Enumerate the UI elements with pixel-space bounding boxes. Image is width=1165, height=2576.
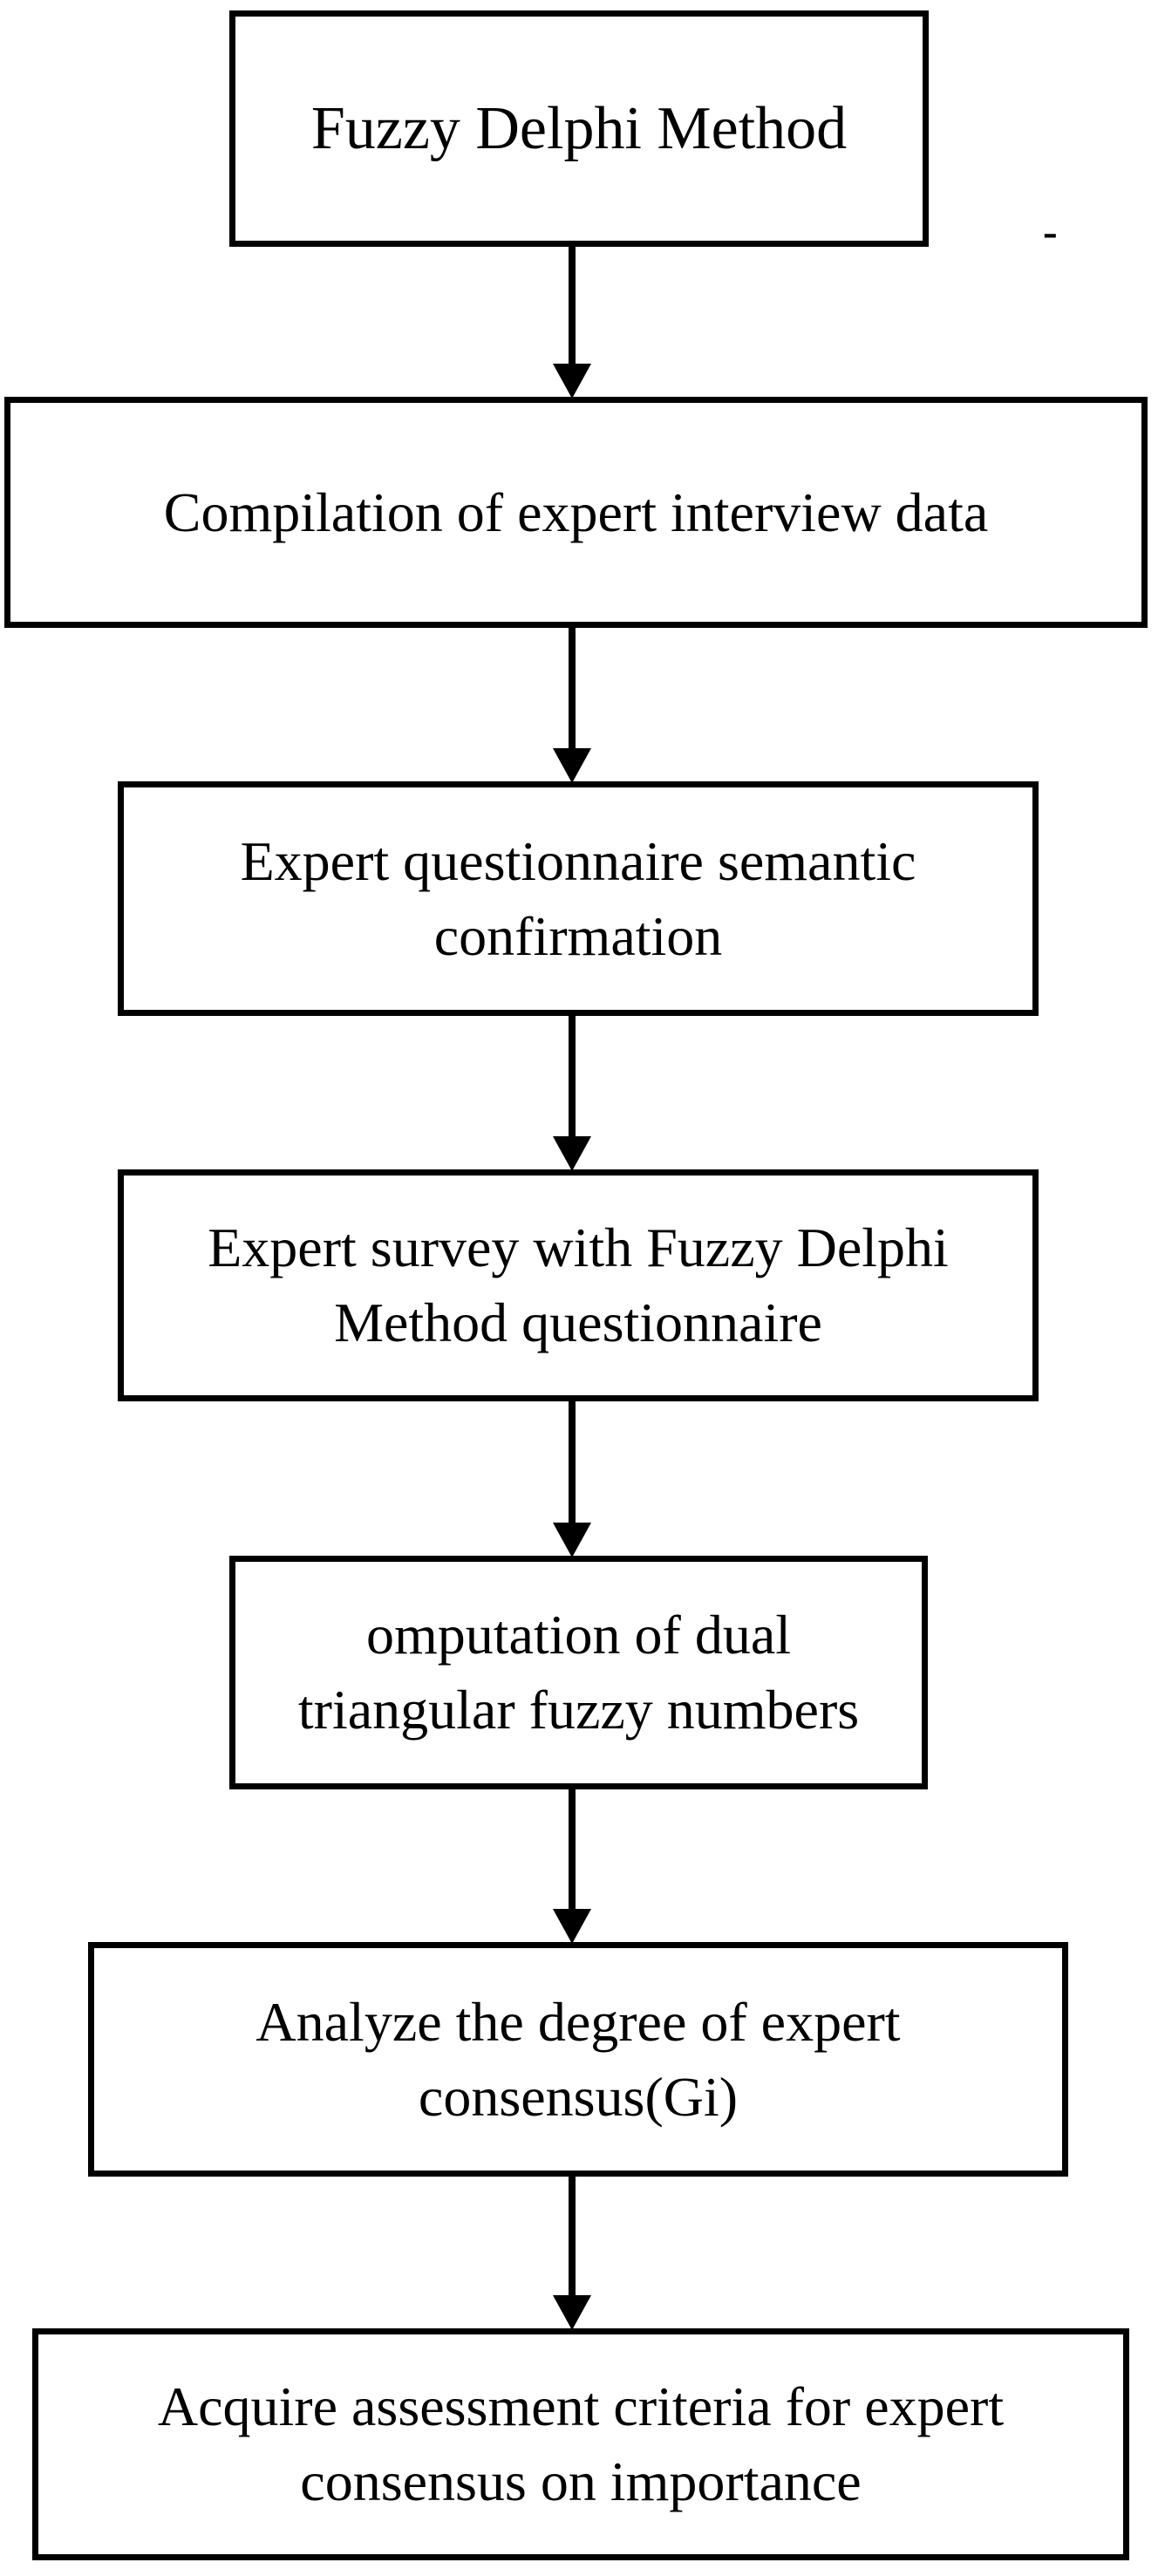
arrow-down-4 [553, 1401, 591, 1557]
arrow-down-1 [553, 247, 591, 399]
node-label: Compilation of expert interview data [163, 480, 989, 543]
stray-dash-mark: - [1043, 207, 1058, 256]
arrow-down-3 [553, 1016, 591, 1171]
arrow-down-2 [553, 628, 591, 783]
arrow-head-icon [553, 1136, 591, 1171]
arrow-stem [569, 1016, 576, 1140]
node-fuzzy-number-computation: omputation of dual triangular fuzzy numb… [229, 1556, 928, 1789]
node-consensus-analysis: Analyze the degree of expert consensus(G… [88, 1942, 1068, 2177]
node-expert-survey: Expert survey with Fuzzy Delphi Method q… [118, 1169, 1039, 1401]
node-label: Analyze the degree of expert consensus(G… [255, 1990, 901, 2128]
arrow-head-icon [553, 364, 591, 399]
arrow-head-icon [553, 1523, 591, 1557]
node-assessment-criteria: Acquire assessment criteria for expert c… [32, 2328, 1129, 2560]
node-semantic-confirmation: Expert questionnaire semantic confirmati… [118, 781, 1039, 1016]
arrow-head-icon [553, 748, 591, 783]
arrow-stem [569, 1401, 576, 1526]
node-fuzzy-delphi-method: Fuzzy Delphi Method [229, 10, 929, 247]
node-label: Acquire assessment criteria for expert c… [157, 2375, 1005, 2512]
arrow-stem [569, 628, 576, 752]
arrow-stem [569, 2177, 576, 2299]
arrow-down-6 [553, 2177, 591, 2330]
node-compilation-interview-data: Compilation of expert interview data [4, 397, 1148, 628]
arrow-stem [569, 247, 576, 367]
arrow-stem [569, 1789, 576, 1912]
node-label: Expert questionnaire semantic confirmati… [240, 829, 916, 967]
arrow-head-icon [553, 2295, 591, 2330]
arrow-down-5 [553, 1789, 591, 1944]
arrow-head-icon [553, 1909, 591, 1944]
node-label: Fuzzy Delphi Method [310, 94, 848, 162]
node-label: omputation of dual triangular fuzzy numb… [297, 1604, 860, 1741]
node-label: Expert survey with Fuzzy Delphi Method q… [208, 1216, 949, 1353]
